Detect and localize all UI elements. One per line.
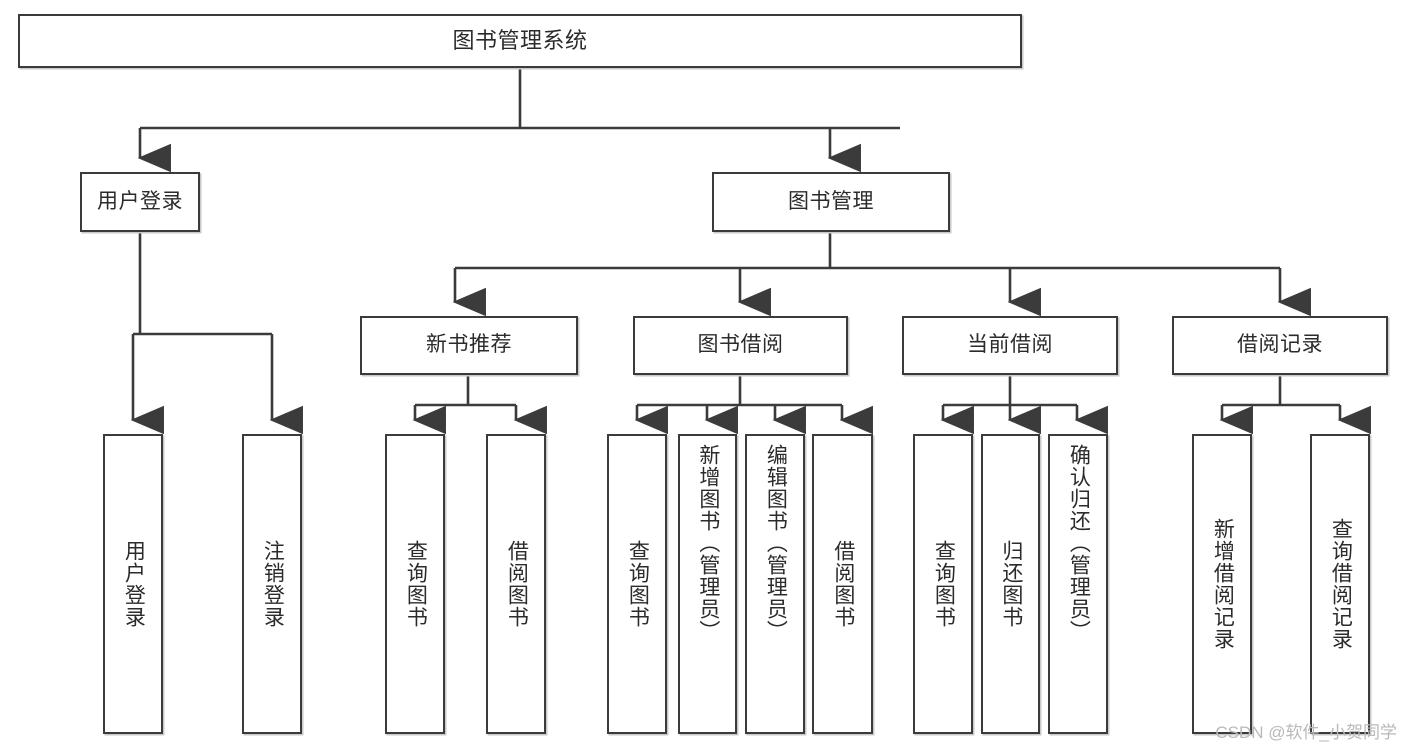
node-label: 确认归还（管理员） (1067, 444, 1091, 642)
leaf-borrow-book-borrow[interactable]: 借阅图书 (812, 434, 873, 734)
node-label: 查询图书 (404, 540, 428, 628)
node-label: 新书推荐 (426, 333, 512, 357)
leaf-return-book[interactable]: 归还图书 (981, 434, 1040, 734)
node-label: 借阅图书 (505, 540, 529, 628)
node-label: 新增借阅记录 (1211, 518, 1235, 650)
node-label: 借阅记录 (1237, 333, 1323, 357)
leaf-add-borrow-record[interactable]: 新增借阅记录 (1192, 434, 1252, 734)
csdn-watermark: CSDN @软件_小贺同学 (1215, 723, 1397, 742)
node-book-management[interactable]: 图书管理 (712, 172, 950, 232)
node-label: 查询借阅记录 (1329, 518, 1353, 650)
leaf-query-borrow-record[interactable]: 查询借阅记录 (1310, 434, 1370, 734)
node-label: 查询图书 (932, 540, 956, 628)
node-label: 新增图书（管理员） (696, 444, 720, 642)
leaf-edit-book[interactable]: 编辑图书（管理员） (745, 434, 805, 734)
node-book-borrow[interactable]: 图书借阅 (633, 316, 848, 375)
node-label: 图书管理 (788, 189, 874, 213)
node-label: 图书借阅 (697, 333, 784, 357)
node-new-book-recommend[interactable]: 新书推荐 (360, 316, 578, 375)
node-label: 归还图书 (999, 540, 1023, 628)
node-label: 用户登录 (122, 540, 146, 628)
leaf-user-login[interactable]: 用户登录 (103, 434, 163, 734)
node-user-login[interactable]: 用户登录 (80, 172, 200, 232)
leaf-borrow-book-recommend[interactable]: 借阅图书 (486, 434, 546, 734)
node-label: 借阅图书 (831, 540, 855, 628)
node-label: 当前借阅 (967, 333, 1053, 357)
node-label: 查询图书 (626, 540, 650, 628)
leaf-add-book[interactable]: 新增图书（管理员） (678, 434, 737, 734)
leaf-query-book-current[interactable]: 查询图书 (913, 434, 973, 734)
node-label: 编辑图书（管理员） (764, 444, 788, 642)
leaf-logout-login[interactable]: 注销登录 (242, 434, 302, 734)
node-root-system[interactable]: 图书管理系统 (18, 14, 1022, 68)
node-label: 注销登录 (261, 540, 285, 628)
node-label: 用户登录 (97, 189, 183, 213)
node-label: 图书管理系统 (452, 28, 588, 54)
leaf-confirm-return[interactable]: 确认归还（管理员） (1048, 434, 1108, 734)
node-borrow-record[interactable]: 借阅记录 (1172, 316, 1388, 375)
leaf-query-book-borrow[interactable]: 查询图书 (607, 434, 667, 734)
node-current-borrow[interactable]: 当前借阅 (902, 316, 1118, 375)
leaf-query-book-recommend[interactable]: 查询图书 (385, 434, 445, 734)
